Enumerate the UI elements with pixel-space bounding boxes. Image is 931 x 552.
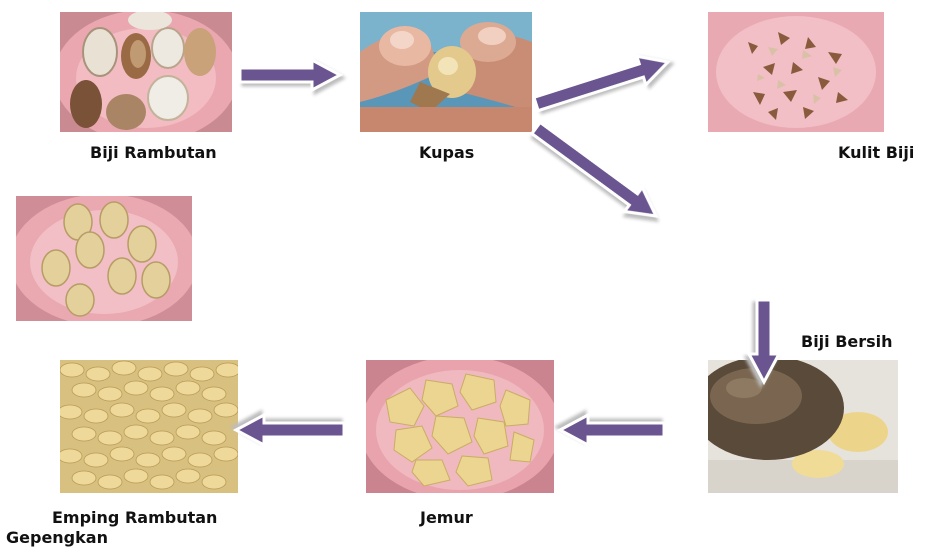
- photo-seed-skins: [708, 12, 884, 132]
- label-kupas: Kupas: [419, 143, 474, 162]
- arrow-dry-to-emping: [236, 415, 344, 445]
- arrow-seed-to-peel: [240, 60, 340, 90]
- label-biji-rambutan: Biji Rambutan: [90, 143, 217, 162]
- photo-emping: [60, 360, 238, 493]
- label-jemur: Jemur: [420, 508, 473, 527]
- arrow-peel-to-clean: [527, 116, 665, 228]
- photo-drying: [366, 360, 554, 493]
- photo-peeling: [360, 12, 532, 132]
- photo-flatten-stone: [708, 360, 898, 493]
- label-kulit-biji: Kulit Biji: [838, 143, 914, 162]
- photo-clean-seeds: [16, 196, 192, 321]
- arrow-peel-to-skin: [531, 48, 672, 119]
- label-emping-rambutan: Emping Rambutan: [52, 508, 217, 527]
- label-gepengkan: Gepengkan: [6, 528, 108, 547]
- label-biji-bersih: Biji Bersih: [801, 332, 893, 351]
- photo-rambutan-seeds: [60, 12, 232, 132]
- arrow-flatten-to-dry: [560, 415, 664, 445]
